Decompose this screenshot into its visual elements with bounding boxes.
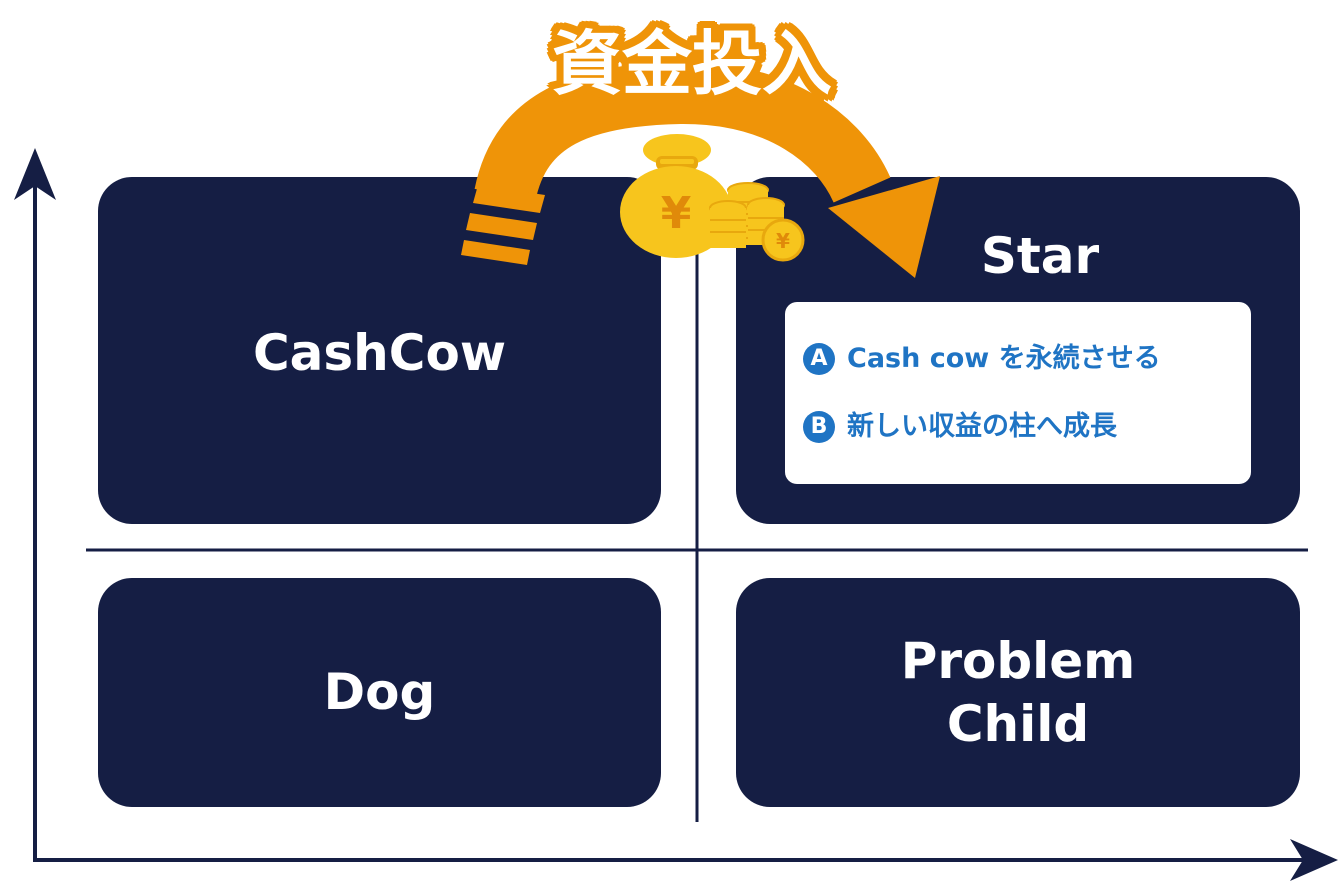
problem-child-label-line1: Problem (900, 632, 1136, 690)
star-point-b: B 新しい収益の柱へ成長 (803, 410, 1117, 444)
dog-label: Dog (323, 663, 436, 722)
x-axis-arrowhead (1290, 839, 1338, 881)
problem-child-label-line2: Child (946, 694, 1090, 753)
quadrant-dog: Dog (98, 578, 661, 807)
star-label: Star (980, 227, 1100, 285)
badge-b: B (803, 410, 835, 443)
star-point-a-text: Cash cow を永続させる (847, 343, 1161, 374)
star-point-b-text: 新しい収益の柱へ成長 (847, 411, 1117, 442)
quadrant-cash-cow: CashCow (98, 177, 661, 524)
star-point-a: A Cash cow を永続させる (803, 342, 1161, 376)
y-axis-arrowhead (14, 148, 56, 200)
star-points-box: A Cash cow を永続させる B 新しい収益の柱へ成長 (785, 302, 1251, 484)
quadrant-problem-child: Problem Child (736, 578, 1300, 807)
badge-a: A (803, 342, 835, 375)
funding-banner: 資金投入 (552, 22, 832, 105)
quadrant-star: Star A Cash cow を永続させる B 新しい収益の柱へ成長 (736, 177, 1300, 524)
cash-cow-label: CashCow (252, 324, 507, 383)
